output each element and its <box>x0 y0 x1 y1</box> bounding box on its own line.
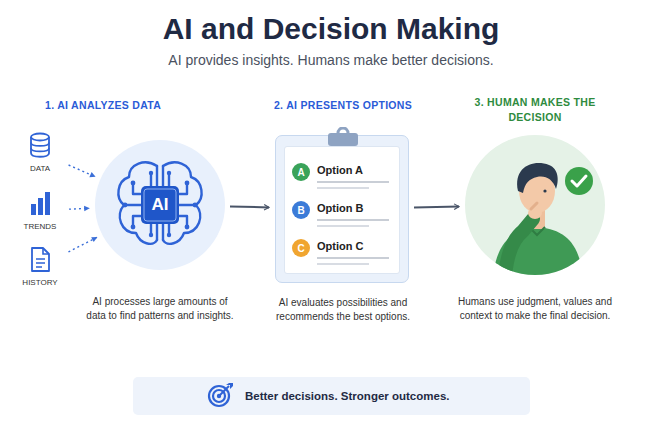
placeholder-line <box>317 219 389 221</box>
options-clipboard: 2. AI PRESENTS OPTIONSAI evaluates possi… <box>275 135 409 283</box>
option-row: B Option B <box>292 198 396 230</box>
step-description: AI processes large amounts of data to fi… <box>83 295 237 323</box>
target-icon <box>207 382 234 410</box>
data-flow-arrow <box>68 237 96 252</box>
placeholder-line <box>317 263 369 265</box>
step-heading: 3. HUMAN MAKES THE DECISION <box>470 95 600 124</box>
person-illustration <box>465 135 605 275</box>
banner-text: Better decisions. Stronger outcomes. <box>245 390 450 402</box>
step-heading: 1. AI ANALYZES DATA <box>45 98 161 113</box>
step-description: Humans use judgment, values and context … <box>453 295 617 323</box>
icon-graphic <box>27 190 53 217</box>
icon-graphic <box>27 132 53 159</box>
data-icon: DATA <box>16 132 64 173</box>
icon-graphic <box>27 246 53 273</box>
ai-brain-circle: 1. AI ANALYZES DATAAIAI processes large … <box>95 140 225 270</box>
human-decision-circle: 3. HUMAN MAKES THE DECISIONHumans use ju… <box>465 135 605 275</box>
process-arrow <box>230 206 269 209</box>
summary-banner: Better decisions. Stronger outcomes. <box>133 377 530 415</box>
step-description: AI evaluates possibilities and recommend… <box>260 296 426 324</box>
placeholder-line <box>317 257 389 259</box>
option-letter: C <box>292 239 310 257</box>
data-flow-arrow <box>69 165 95 177</box>
option-row: C Option C <box>292 236 396 268</box>
icon-label: DATA <box>30 164 50 173</box>
diagram-title: AI and Decision Making <box>0 12 662 46</box>
option-letter: B <box>292 201 310 219</box>
step-heading: 2. AI PRESENTS OPTIONS <box>246 98 440 113</box>
icon-label: HISTORY <box>22 278 57 287</box>
option-label: Option A <box>317 164 363 176</box>
placeholder-line <box>317 181 389 183</box>
option-label: Option C <box>317 240 363 252</box>
diagram-subtitle: AI provides insights. Humans make better… <box>0 52 662 68</box>
placeholder-line <box>317 187 369 189</box>
history-icon: HISTORY <box>16 246 64 287</box>
placeholder-line <box>317 225 369 227</box>
trends-icon: TRENDS <box>16 190 64 231</box>
chip-label: AI <box>141 186 179 224</box>
data-flow-arrow <box>69 208 89 210</box>
icon-label: TRENDS <box>24 222 57 231</box>
process-arrow <box>414 206 459 209</box>
option-label: Option B <box>317 202 363 214</box>
option-row: A Option A <box>292 160 396 192</box>
clipboard-clip <box>326 127 360 147</box>
option-letter: A <box>292 163 310 181</box>
